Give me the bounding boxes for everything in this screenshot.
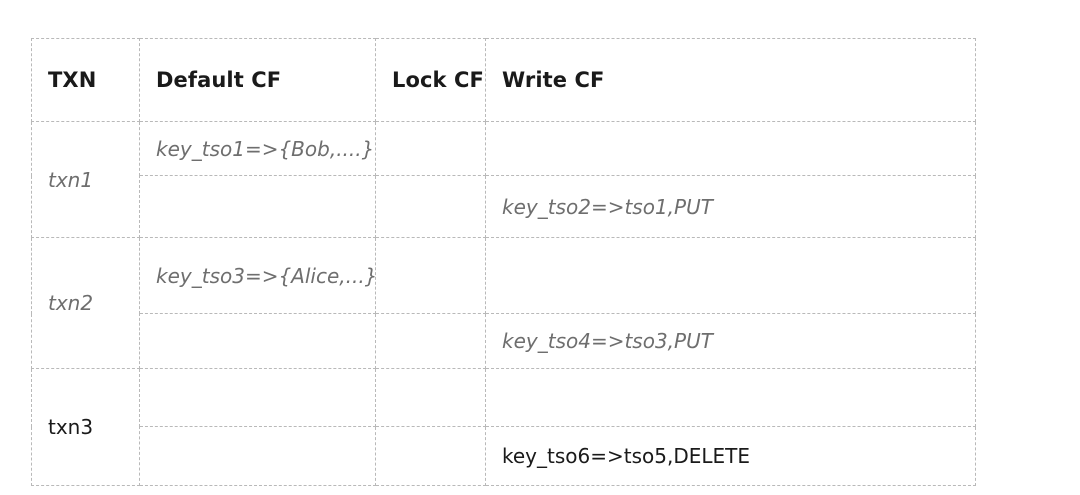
table-body: txn1 key_tso1=>{Bob,....}	[31, 121, 976, 486]
txn-label-cell: txn2	[31, 237, 140, 369]
column-header-txn: TXN	[31, 38, 140, 122]
default-cf-cell: key_tso3=>{Alice,...}	[139, 237, 378, 314]
table-row: key_tso2=>tso1,PUT	[32, 175, 976, 238]
lock-cf-cell	[375, 175, 486, 238]
lock-cf-cell	[375, 121, 486, 176]
write-cf-value: key_tso6=>tso5,DELETE	[502, 444, 750, 468]
write-cf-cell: key_tso2=>tso1,PUT	[485, 175, 976, 238]
table-row: txn1 key_tso1=>{Bob,....}	[31, 121, 976, 238]
column-header-default-cf: Default CF	[139, 38, 376, 122]
write-cf-cell	[485, 368, 976, 427]
write-cf-cell	[485, 121, 976, 176]
table-header-row: TXN Default CF Lock CF Write CF	[31, 38, 976, 122]
default-cf-cell: key_tso1=>{Bob,....}	[139, 121, 376, 176]
table-row: key_tso4=>tso3,PUT	[32, 313, 976, 369]
write-cf-value: key_tso4=>tso3,PUT	[502, 329, 713, 353]
write-cf-cell: key_tso6=>tso5,DELETE	[485, 426, 976, 486]
write-cf-cell: key_tso4=>tso3,PUT	[485, 313, 976, 369]
column-header-lock-cf: Lock CF	[375, 38, 486, 122]
column-header-write-cf: Write CF	[485, 38, 976, 122]
lock-cf-cell	[375, 313, 486, 369]
default-cf-cell	[139, 313, 376, 369]
default-cf-cell	[139, 175, 376, 238]
lock-cf-cell	[375, 368, 486, 427]
lock-cf-cell	[375, 426, 486, 486]
default-cf-cell	[139, 426, 376, 486]
txn-label-cell: txn3	[31, 368, 140, 486]
write-cf-cell	[485, 237, 976, 314]
table-row: txn2 key_tso3=>{Alice,...}	[31, 237, 976, 369]
default-cf-cell	[139, 368, 376, 427]
txn-label-cell: txn1	[31, 121, 140, 238]
write-cf-value: key_tso2=>tso1,PUT	[502, 194, 713, 219]
table-row: txn3	[31, 368, 976, 486]
table-row: key_tso6=>tso5,DELETE	[32, 426, 976, 486]
table-header: TXN Default CF Lock CF Write CF	[31, 38, 976, 122]
default-cf-value: key_tso3=>{Alice,...}	[156, 263, 378, 288]
lock-cf-cell	[375, 237, 486, 314]
column-family-table: TXN Default CF Lock CF Write CF txn1 key…	[31, 38, 976, 486]
default-cf-value: key_tso1=>{Bob,....}	[156, 136, 375, 161]
